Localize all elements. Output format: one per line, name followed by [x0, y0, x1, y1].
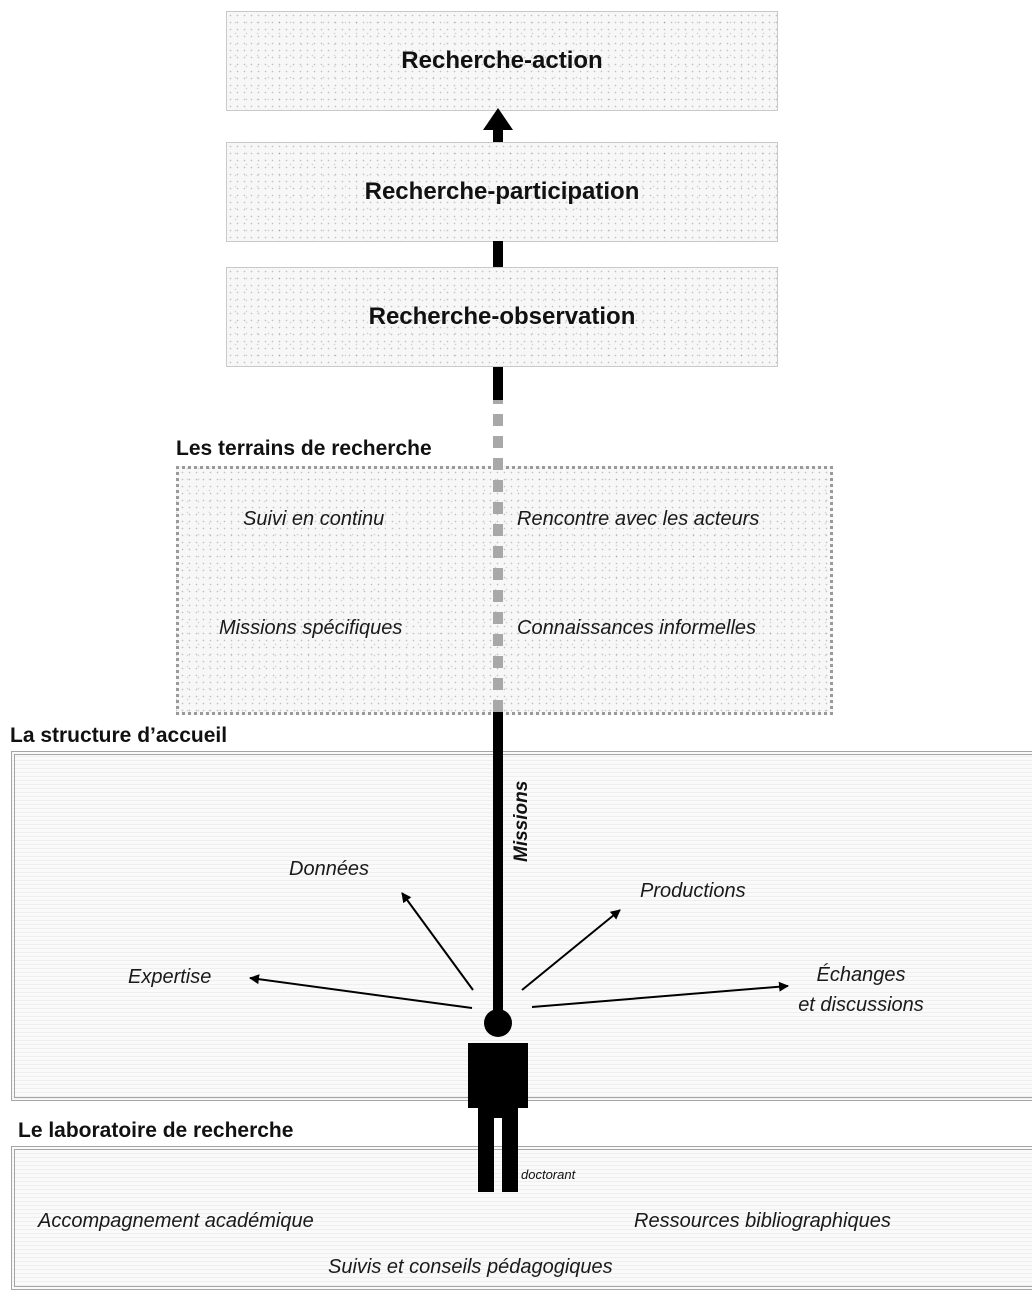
stage-recherche-observation: Recherche-observation: [226, 267, 778, 367]
output-echanges: Échanges et discussions: [776, 960, 946, 1020]
structure-box: [11, 751, 1032, 1101]
terrain-item-connaissances: Connaissances informelles: [517, 617, 757, 639]
terrains-title: Les terrains de recherche: [176, 437, 432, 460]
up-arrow-head-icon: [483, 108, 513, 130]
structure-title: La structure d’accueil: [10, 724, 228, 747]
output-donnees: Données: [289, 858, 370, 880]
arrow-productions: [521, 909, 621, 991]
output-echanges-line1: Échanges: [816, 964, 906, 986]
stage-recherche-action-label: Recherche-action: [401, 47, 603, 74]
stage-recherche-action: Recherche-action: [226, 11, 778, 111]
output-expertise: Expertise: [128, 966, 212, 988]
labo-item-ressources: Ressources bibliographiques: [634, 1210, 891, 1232]
terrain-item-suivi: Suivi en continu: [243, 508, 385, 530]
terrain-item-rencontre: Rencontre avec les acteurs: [517, 508, 760, 530]
arrow-expertise: [249, 974, 473, 1009]
arrow-echanges: [531, 981, 789, 1008]
labo-item-suivis: Suivis et conseils pédagogiques: [328, 1256, 613, 1278]
stage-recherche-participation: Recherche-participation: [226, 142, 778, 242]
doctorant-label: doctorant: [521, 1167, 576, 1182]
labo-item-accompagnement: Accompagnement académique: [38, 1210, 314, 1232]
doctorant-person-icon: [468, 1009, 528, 1192]
laboratoire-box: [11, 1146, 1032, 1290]
vertical-line: [483, 108, 513, 1010]
laboratoire-title: Le laboratoire de recherche: [18, 1119, 294, 1142]
stage-recherche-observation-label: Recherche-observation: [368, 303, 636, 330]
output-arrows: [249, 892, 789, 1009]
terrains-box: [176, 466, 833, 715]
arrow-donnees: [401, 892, 474, 991]
output-productions: Productions: [640, 880, 746, 902]
stage-recherche-participation-label: Recherche-participation: [364, 178, 640, 205]
missions-label: Missions: [511, 780, 532, 862]
terrain-item-missions: Missions spécifiques: [219, 617, 403, 639]
output-echanges-line2: et discussions: [798, 994, 924, 1016]
